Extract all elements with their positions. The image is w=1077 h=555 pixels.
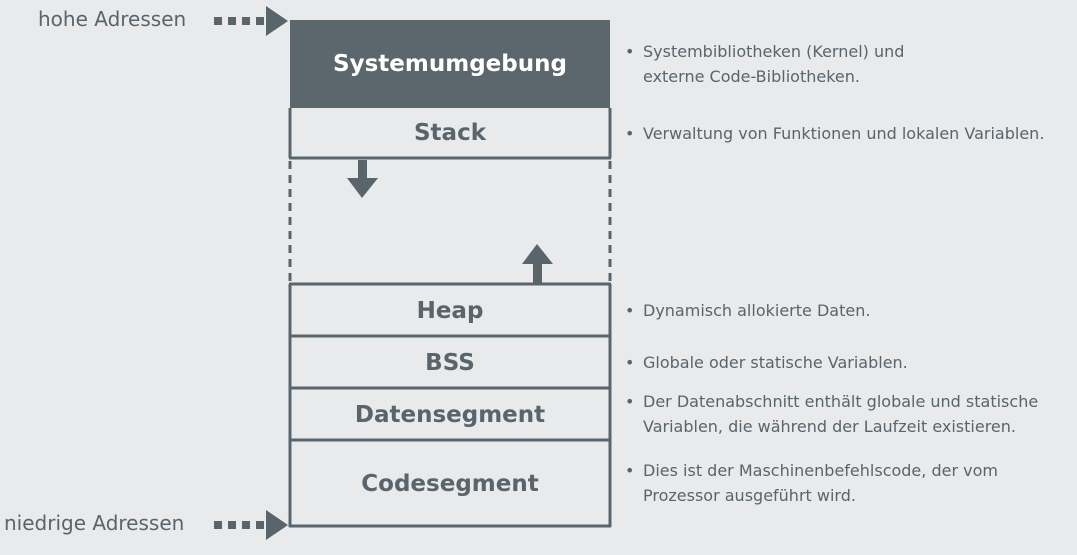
segment-stack: Stack [413,120,486,146]
low-address-label: niedrige Adressen [4,511,185,535]
bullet-icon: • [625,392,635,411]
description-line: Variablen, die während der Laufzeit exis… [643,417,1016,436]
description-line: Dynamisch allokierte Daten. [643,301,871,320]
bullet-icon: • [625,353,635,372]
description-line: Prozessor ausgeführt wird. [643,486,856,505]
description-line: Globale oder statische Variablen. [643,353,908,372]
bullet-icon: • [625,124,635,143]
bullet-icon: • [625,461,635,480]
description-line: Verwaltung von Funktionen und lokalen Va… [643,124,1045,143]
bullet-icon: • [625,301,635,320]
segment-heap: Heap [416,297,484,324]
segment-systemumgebung: Systemumgebung [290,20,610,108]
description-line: Dies ist der Maschinenbefehlscode, der v… [643,461,998,480]
description-line: Der Datenabschnitt enthält globale und s… [643,392,1039,411]
description-line: Systembibliotheken (Kernel) und [643,42,905,61]
description-line: externe Code-Bibliotheken. [643,67,860,86]
high-address-label: hohe Adressen [38,7,187,31]
segment-bss: BSS [425,349,475,376]
arrow-down-icon [347,160,378,198]
high-address-arrow-icon [214,6,288,36]
segment-codesegment: Codesegment [361,470,539,497]
segment-datensegment: Datensegment [354,401,546,428]
arrow-up-icon [522,244,553,283]
low-address-arrow-icon [214,510,288,540]
bullet-icon: • [625,42,635,61]
